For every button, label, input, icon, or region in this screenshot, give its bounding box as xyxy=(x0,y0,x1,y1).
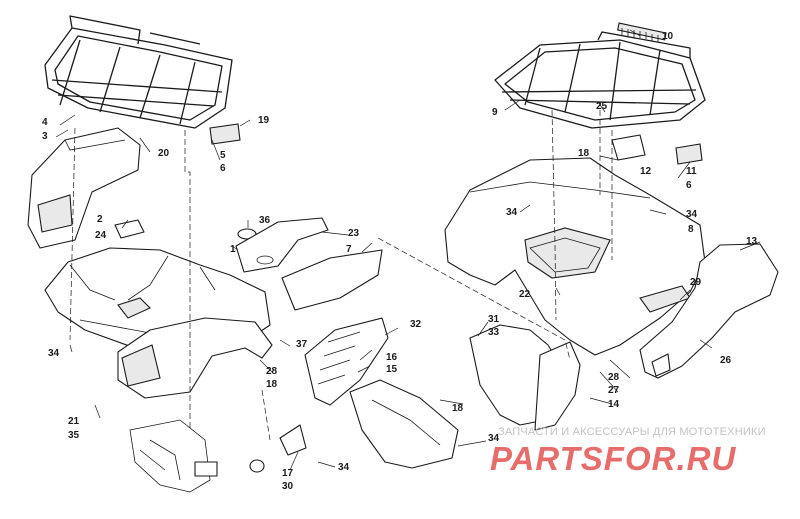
callout-6: 6 xyxy=(220,163,226,174)
callout-25: 25 xyxy=(596,101,608,112)
callout-34: 34 xyxy=(488,433,500,444)
callout-6: 6 xyxy=(686,180,692,191)
steering-assembly xyxy=(129,419,218,493)
watermark-subtitle: ЗАПЧАСТИ И АКСЕССУАРЫ ДЛЯ МОТОТЕХНИКИ xyxy=(498,426,766,438)
callout-18: 18 xyxy=(578,148,590,159)
callout-10: 10 xyxy=(662,31,674,42)
callout-34: 34 xyxy=(686,209,698,220)
callout-19: 19 xyxy=(258,115,270,126)
callout-29: 29 xyxy=(690,277,702,288)
panel-15 xyxy=(349,379,459,469)
callout-1: 1 xyxy=(230,244,236,255)
callout-14: 14 xyxy=(608,399,620,410)
callout-18: 18 xyxy=(452,403,464,414)
callout-15: 15 xyxy=(386,364,398,375)
callout-21: 21 xyxy=(68,416,80,427)
callout-34: 34 xyxy=(506,207,518,218)
part-5-plate xyxy=(209,123,241,145)
side-panel-23 xyxy=(281,249,383,311)
rear-lower-panel xyxy=(469,324,581,431)
rear-fender xyxy=(639,243,779,379)
callout-36: 36 xyxy=(259,215,271,226)
callout-30: 30 xyxy=(282,481,294,492)
callout-28: 28 xyxy=(608,372,620,383)
callout-3: 3 xyxy=(42,131,48,142)
callout-24: 24 xyxy=(95,230,107,241)
callout-12: 12 xyxy=(640,166,652,177)
callout-4: 4 xyxy=(42,117,48,128)
leader-lines xyxy=(55,29,761,471)
callout-22: 22 xyxy=(519,289,531,300)
callout-27: 27 xyxy=(608,385,620,396)
callout-37: 37 xyxy=(296,339,308,350)
decal-2 xyxy=(114,219,145,239)
bracket-17 xyxy=(249,424,307,473)
part-11-plate xyxy=(675,143,703,165)
callout-23: 23 xyxy=(348,228,360,239)
callout-13: 13 xyxy=(746,236,758,247)
callout-34: 34 xyxy=(48,348,60,359)
callout-5: 5 xyxy=(220,150,226,161)
callout-18: 18 xyxy=(266,379,278,390)
front-fender-right xyxy=(117,317,273,399)
callout-20: 20 xyxy=(158,148,170,159)
front-fender-left xyxy=(27,127,141,249)
console-16 xyxy=(304,317,389,406)
callout-34: 34 xyxy=(338,462,350,473)
grip-10 xyxy=(617,22,667,42)
callout-28: 28 xyxy=(266,366,278,377)
callout-16: 16 xyxy=(386,352,398,363)
callout-31: 31 xyxy=(488,314,500,325)
callout-8: 8 xyxy=(688,224,694,235)
front-rack xyxy=(44,15,233,129)
callout-labels: 1 2 3 4 5 6 7 8 9 10 11 12 13 14 15 16 1… xyxy=(42,31,758,492)
rear-body xyxy=(444,157,706,356)
rear-rack xyxy=(494,31,706,129)
callout-33: 33 xyxy=(488,327,500,338)
callout-26: 26 xyxy=(720,355,732,366)
watermark-brand: PARTSFOR.RU xyxy=(490,440,737,477)
side-panel-7 xyxy=(235,217,329,273)
callout-7: 7 xyxy=(346,244,352,255)
callout-11: 11 xyxy=(686,166,697,177)
callout-2: 2 xyxy=(97,214,103,225)
callout-32: 32 xyxy=(410,319,422,330)
bracket-12 xyxy=(611,134,646,161)
callout-17: 17 xyxy=(282,468,294,479)
callout-9: 9 xyxy=(492,107,498,118)
callout-35: 35 xyxy=(68,430,80,441)
